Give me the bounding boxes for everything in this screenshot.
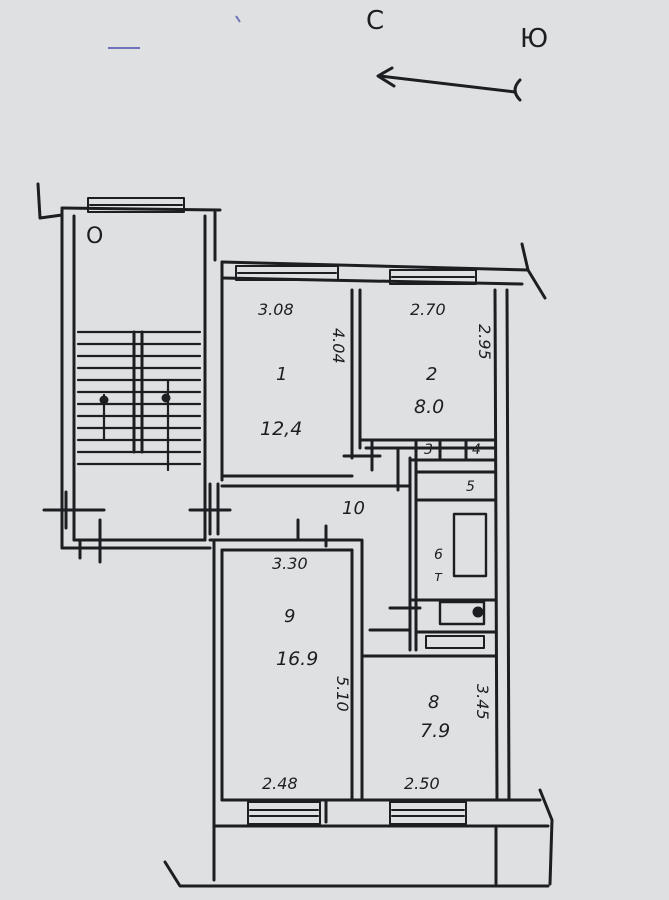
room-8-area: 7.9 <box>420 720 451 742</box>
room-9-number: 9 <box>284 606 296 627</box>
room-9-width: 3.30 <box>272 554 308 573</box>
small-room-5-label: 5 <box>466 479 475 495</box>
room-9-walls <box>324 538 497 824</box>
corridor-walls <box>188 482 362 552</box>
room-2-width: 2.70 <box>410 300 446 319</box>
stairwell <box>36 182 222 564</box>
room-2-number: 2 <box>426 364 438 385</box>
compass-north-label: С <box>366 6 385 36</box>
room-8-width: 2.50 <box>404 774 440 793</box>
corridor-label: 10 <box>342 498 365 519</box>
bath-mark: т <box>434 569 443 585</box>
room-9-length: 5.10 <box>333 676 352 712</box>
room-1-width: 3.08 <box>258 300 294 319</box>
small-room-6-label: 6 <box>434 547 443 563</box>
small-room-3-label: 3 <box>424 442 433 458</box>
room-1-length: 4.04 <box>329 328 348 364</box>
room-8-length: 3.45 <box>473 684 492 720</box>
room-1-number: 1 <box>276 364 288 385</box>
room-1-walls <box>220 284 412 488</box>
room-8-number: 8 <box>428 692 440 713</box>
stray-marks <box>108 15 241 49</box>
room-2-walls <box>342 438 497 658</box>
stairwell-label: О <box>86 224 104 249</box>
room-2-area: 8.0 <box>414 396 445 418</box>
apartment-walls <box>163 242 554 888</box>
room-2-length: 2.95 <box>475 324 494 360</box>
compass-arrow <box>376 66 522 102</box>
room-9-area: 16.9 <box>276 648 319 670</box>
room-1-area: 12,4 <box>260 418 303 440</box>
small-room-4-label: 4 <box>472 442 481 458</box>
room-9-bottom-width: 2.48 <box>262 774 298 793</box>
compass-south-label: Ю <box>520 24 549 54</box>
